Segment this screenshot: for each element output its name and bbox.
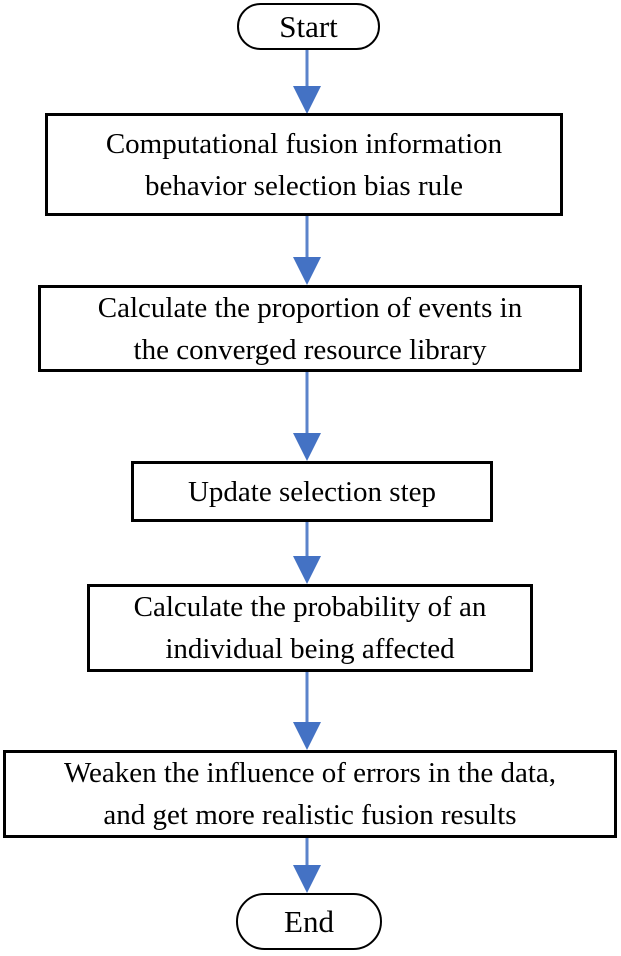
process-node-probability-individual-affected: Calculate the probability of an individu… xyxy=(87,584,533,672)
flow-arrow-step3-to-step4 xyxy=(292,522,322,584)
process-node-update-selection-step: Update selection step xyxy=(131,461,493,522)
arrow-shaft xyxy=(305,216,309,261)
arrow-head-icon xyxy=(293,865,321,893)
process-label-line: Computational fusion information xyxy=(105,127,503,160)
arrow-shaft xyxy=(305,838,309,869)
arrow-head-icon xyxy=(293,257,321,285)
process-label-line: Calculate the proportion of events in xyxy=(97,291,523,324)
end-terminator-node: End xyxy=(236,893,382,950)
process-label-line: Weaken the influence of errors in the da… xyxy=(63,757,557,789)
process-label-line: Calculate the probability of an xyxy=(133,591,487,623)
arrow-head-icon xyxy=(293,433,321,461)
arrow-shaft xyxy=(305,372,309,437)
process-label-line: individual being affected xyxy=(165,633,455,665)
arrow-shaft xyxy=(305,522,309,560)
flow-arrow-step1-to-step2 xyxy=(292,216,322,285)
process-label-line: the converged resource library xyxy=(133,333,487,366)
flow-arrow-step4-to-step5 xyxy=(292,672,322,750)
flow-arrow-start-to-step1 xyxy=(292,50,322,114)
process-node-selection-bias-rule: Computational fusion information behavio… xyxy=(45,113,563,216)
process-label-line: and get more realistic fusion results xyxy=(103,799,517,831)
arrow-head-icon xyxy=(293,556,321,584)
process-label-line: behavior selection bias rule xyxy=(144,169,464,202)
arrow-head-icon xyxy=(293,722,321,750)
flow-arrow-step5-to-end xyxy=(292,838,322,893)
process-node-weaken-errors: Weaken the influence of errors in the da… xyxy=(3,750,617,838)
flow-arrow-step2-to-step3 xyxy=(292,372,322,461)
end-label: End xyxy=(284,903,334,939)
arrow-shaft xyxy=(305,50,309,90)
arrow-head-icon xyxy=(293,86,321,114)
arrow-shaft xyxy=(305,672,309,726)
start-terminator-node: Start xyxy=(237,3,380,50)
process-node-proportion-of-events: Calculate the proportion of events in th… xyxy=(38,285,582,372)
start-label: Start xyxy=(279,8,338,44)
process-label-line: Update selection step xyxy=(187,475,437,508)
